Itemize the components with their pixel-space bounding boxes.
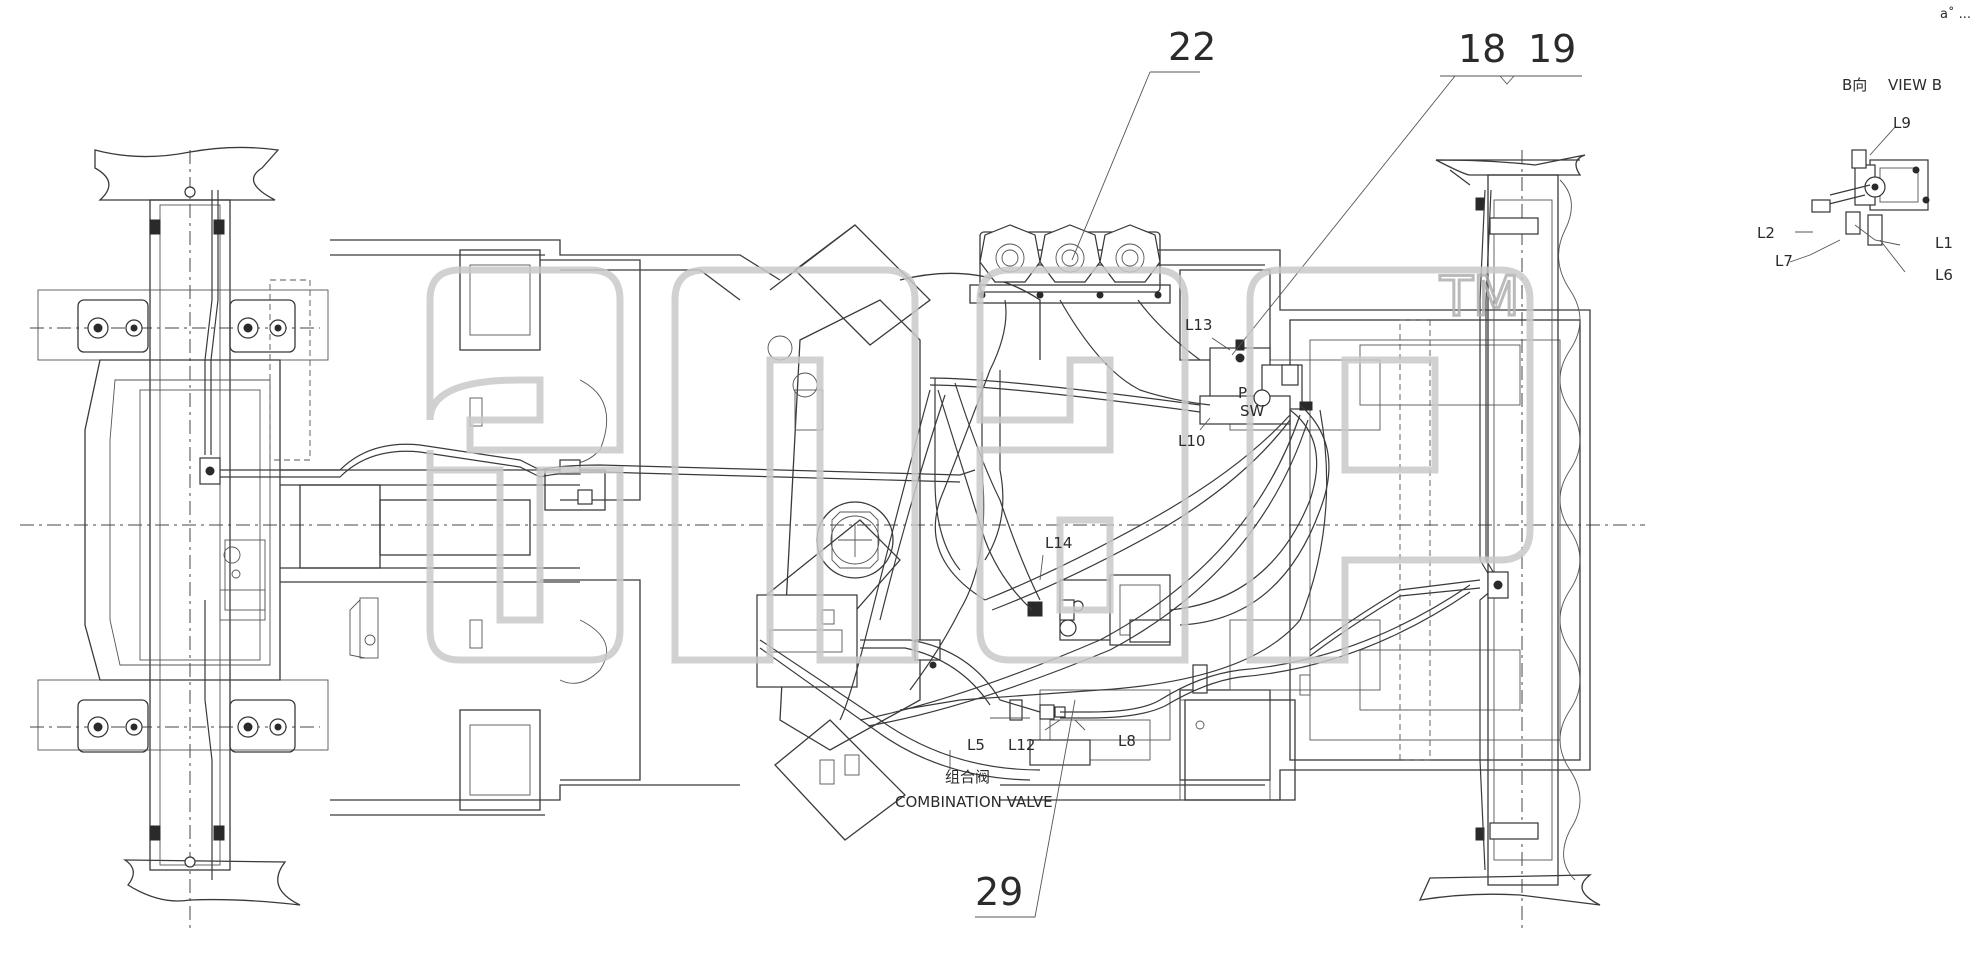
callout-29: 29 bbox=[975, 870, 1023, 914]
corner-mark: a˚ ... bbox=[1940, 6, 1971, 22]
view-b-label-l1: L1 bbox=[1935, 234, 1953, 252]
watermark: TM bbox=[426, 264, 1534, 664]
hose-label-l12: L12 bbox=[1008, 736, 1035, 754]
leader-lines bbox=[949, 71, 1582, 918]
hose-runs bbox=[220, 299, 1481, 781]
hose-label-l5: L5 bbox=[967, 736, 985, 754]
port-label-sw: SW bbox=[1240, 402, 1265, 420]
view-b-label-l2: L2 bbox=[1757, 224, 1775, 242]
view-b-label-l7: L7 bbox=[1775, 252, 1793, 270]
callout-18: 18 bbox=[1458, 27, 1506, 71]
view-b-title-cn: B向 bbox=[1842, 76, 1867, 94]
combination-valve-cn: 组合阀 bbox=[945, 768, 990, 786]
labels: 22 18 19 29 L13 L10 L14 L5 L12 L8 P SW 组… bbox=[895, 6, 1971, 914]
view-b-title-en: VIEW B bbox=[1888, 76, 1942, 94]
port-label-p: P bbox=[1238, 384, 1247, 402]
front-frame bbox=[269, 239, 781, 816]
combination-valve-en: COMBINATION VALVE bbox=[895, 793, 1053, 811]
callout-22: 22 bbox=[1168, 25, 1216, 69]
watermark-tm: TM bbox=[1439, 265, 1520, 328]
view-b-label-l9: L9 bbox=[1893, 114, 1911, 132]
pump-group bbox=[969, 224, 1171, 304]
view-b-label-l6: L6 bbox=[1935, 266, 1953, 284]
hose-label-l8: L8 bbox=[1118, 732, 1136, 750]
callout-19: 19 bbox=[1528, 27, 1576, 71]
right-valve-block bbox=[1199, 339, 1313, 425]
hose-label-l14: L14 bbox=[1045, 534, 1072, 552]
left-axle bbox=[37, 146, 329, 906]
view-b-detail bbox=[1789, 125, 1930, 273]
hose-label-l10: L10 bbox=[1178, 432, 1205, 450]
hose-label-l13: L13 bbox=[1185, 316, 1212, 334]
